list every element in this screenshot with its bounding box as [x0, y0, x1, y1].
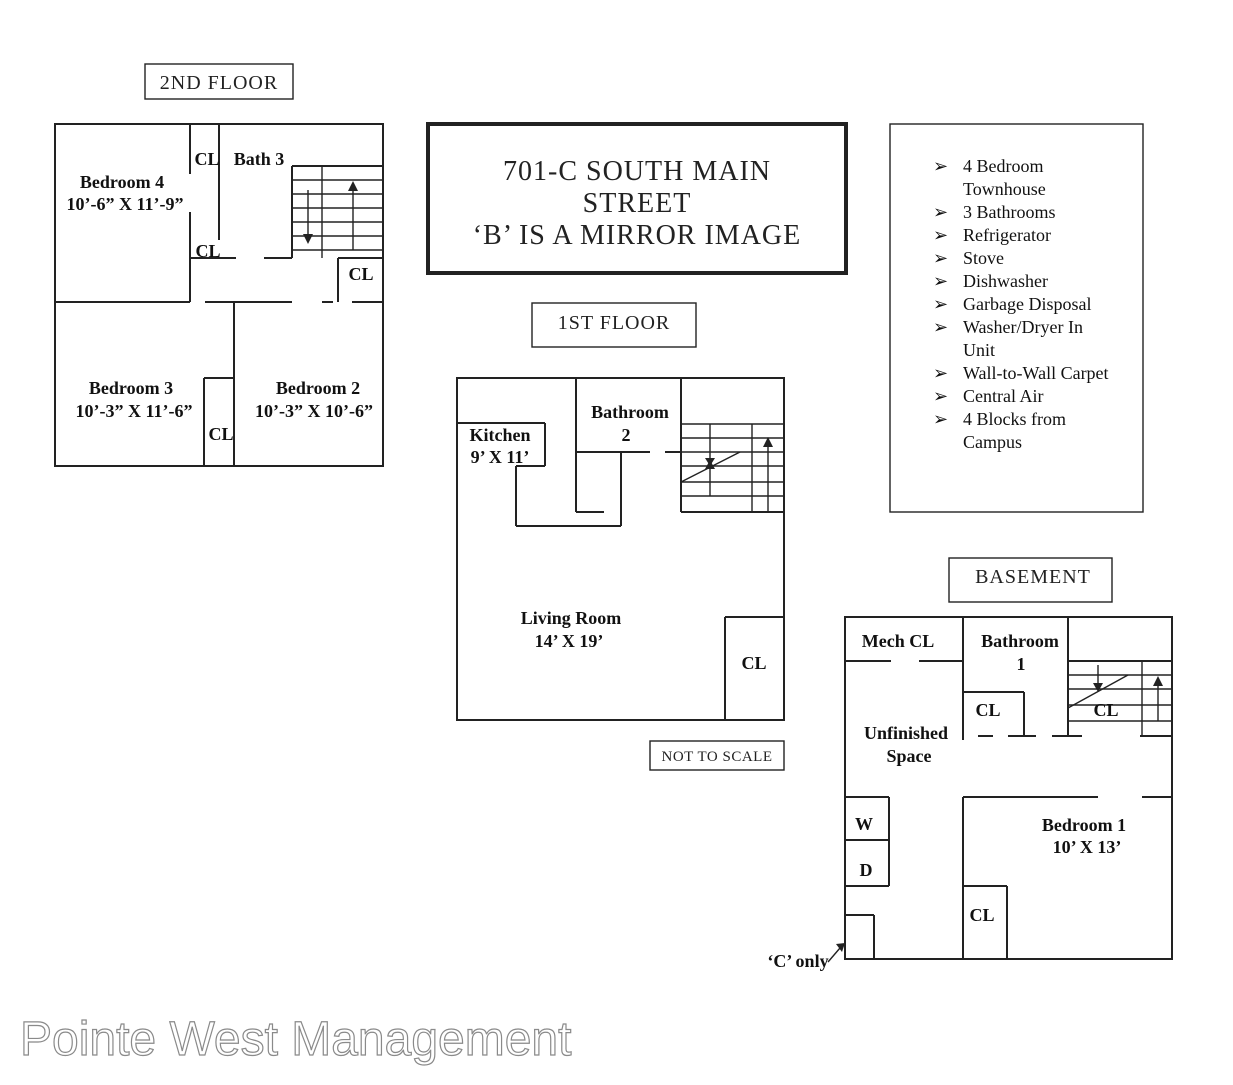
not-to-scale-note: NOT TO SCALE	[649, 740, 785, 771]
bathroom-2-number: 2	[622, 425, 631, 445]
unfinished-label: Unfinished	[864, 723, 948, 743]
feature-item-text: Refrigerator	[963, 225, 1051, 245]
watermark-text: Pointe West Management	[20, 1013, 571, 1066]
feature-bullet-icon: ➢	[933, 386, 948, 406]
c-only-label: ‘C’ only	[767, 951, 828, 971]
bedroom-3-size: 10’-3” X 11’-6”	[76, 401, 193, 421]
feature-bullet-icon: ➢	[933, 156, 948, 176]
basement-plan: Mech CL Bathroom 1 CL CL Unfinished Spac…	[767, 616, 1173, 971]
bedroom-4-size: 10’-6” X 11’-9”	[67, 194, 184, 214]
feature-bullet-icon: ➢	[933, 317, 948, 337]
feature-bullet-icon: ➢	[933, 271, 948, 291]
closet-label-basement-a: CL	[975, 700, 1000, 720]
washer-label: W	[855, 814, 873, 834]
first-floor-header: 1ST FLOOR	[531, 302, 697, 348]
feature-bullet-icon: ➢	[933, 294, 948, 314]
first-floor-label: 1ST FLOOR	[558, 312, 671, 334]
feature-item-text: Dishwasher	[963, 271, 1048, 291]
bathroom-2-label: Bathroom	[591, 402, 669, 422]
feature-item-text: Garbage Disposal	[963, 294, 1091, 314]
feature-item-text: Washer/Dryer In	[963, 317, 1083, 337]
title-line-3: ‘B’ IS A MIRROR IMAGE	[473, 220, 802, 251]
dryer-label: D	[860, 860, 873, 880]
bedroom-1-label: Bedroom 1	[1042, 815, 1126, 835]
second-floor-label: 2ND FLOOR	[160, 72, 278, 94]
closet-label-a: CL	[194, 149, 219, 169]
feature-item-text: Stove	[963, 248, 1004, 268]
bedroom-1-size: 10’ X 13’	[1053, 837, 1122, 857]
closet-label-basement-c: CL	[969, 905, 994, 925]
mech-closet-label: Mech CL	[862, 631, 934, 651]
closet-label-b: CL	[195, 241, 220, 261]
bedroom-3-label: Bedroom 3	[89, 378, 173, 398]
first-floor-plan: Kitchen 9’ X 11’ Bathroom 2 Living Room …	[456, 377, 785, 721]
second-floor-plan: Bedroom 4 10’-6” X 11’-9” CL Bath 3 CL C…	[54, 123, 384, 467]
basement-header: BASEMENT	[948, 557, 1113, 603]
feature-bullet-icon: ➢	[933, 409, 948, 429]
feature-bullet-icon: ➢	[933, 202, 948, 222]
closet-label-c: CL	[348, 264, 373, 284]
living-room-label: Living Room	[521, 608, 622, 628]
living-room-size: 14’ X 19’	[535, 631, 604, 651]
feature-item-text: 4 Bedroom	[963, 156, 1044, 176]
bathroom-1-label: Bathroom	[981, 631, 1059, 651]
basement-label: BASEMENT	[975, 566, 1091, 588]
feature-item-text: Wall-to-Wall Carpet	[963, 363, 1109, 383]
feature-item-text: Townhouse	[963, 179, 1046, 199]
feature-item-text: Central Air	[963, 386, 1043, 406]
second-floor-header: 2ND FLOOR	[144, 63, 294, 100]
closet-label-first-floor: CL	[741, 653, 766, 673]
feature-item-text: 4 Blocks from	[963, 409, 1066, 429]
not-to-scale-label: NOT TO SCALE	[661, 749, 772, 765]
bathroom-1-number: 1	[1017, 654, 1026, 674]
bedroom-2-size: 10’-3” X 10’-6”	[255, 401, 373, 421]
feature-bullet-icon: ➢	[933, 363, 948, 383]
title-box: 701-C SOUTH MAIN STREET ‘B’ IS A MIRROR …	[426, 122, 848, 275]
feature-item-text: Unit	[963, 340, 995, 360]
kitchen-size: 9’ X 11’	[471, 447, 530, 467]
space-label: Space	[887, 746, 932, 766]
title-line-1: 701-C SOUTH MAIN	[503, 156, 771, 187]
title-line-2: STREET	[583, 188, 692, 219]
bedroom-4-label: Bedroom 4	[80, 172, 164, 192]
closet-label-basement-b: CL	[1093, 700, 1118, 720]
feature-item-text: Campus	[963, 432, 1022, 452]
feature-bullet-icon: ➢	[933, 248, 948, 268]
feature-item-text: 3 Bathrooms	[963, 202, 1056, 222]
closet-label-d: CL	[208, 424, 233, 444]
bath-3-label: Bath 3	[234, 149, 285, 169]
feature-bullet-icon: ➢	[933, 225, 948, 245]
bedroom-2-label: Bedroom 2	[276, 378, 360, 398]
kitchen-label: Kitchen	[470, 425, 531, 445]
